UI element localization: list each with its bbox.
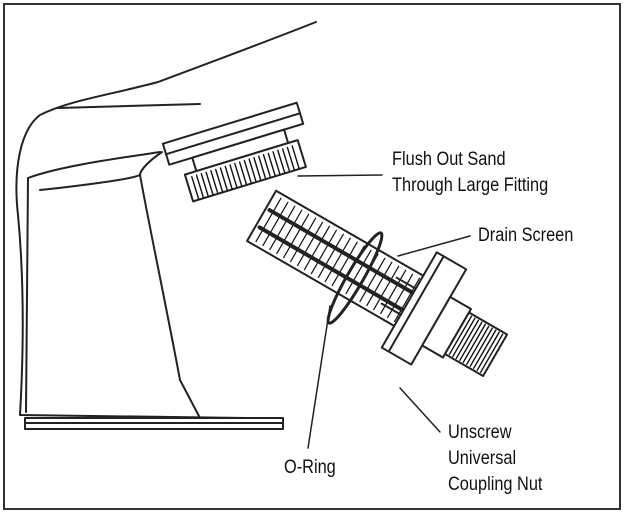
label-o-ring: O-Ring [284,457,336,478]
label-flush-line2: Through Large Fitting [392,175,549,196]
label-flush-line1: Flush Out Sand [392,149,506,170]
leader-drain-screen [397,235,471,257]
label-unscrew-line3: Coupling Nut [448,474,543,495]
o-ring [326,231,384,325]
filter-tank-body [15,21,317,419]
leader-o-ring [307,305,331,449]
label-unscrew-line1: Unscrew [448,422,512,443]
base-plate [24,417,284,430]
label-drain-screen: Drain Screen [478,225,574,246]
leader-lines [297,174,471,449]
leader-coupling-nut [399,387,441,433]
universal-coupling-nut [380,251,509,378]
leader-flush [297,174,383,177]
label-unscrew-line2: Universal [448,448,517,469]
large-fitting [161,101,307,203]
